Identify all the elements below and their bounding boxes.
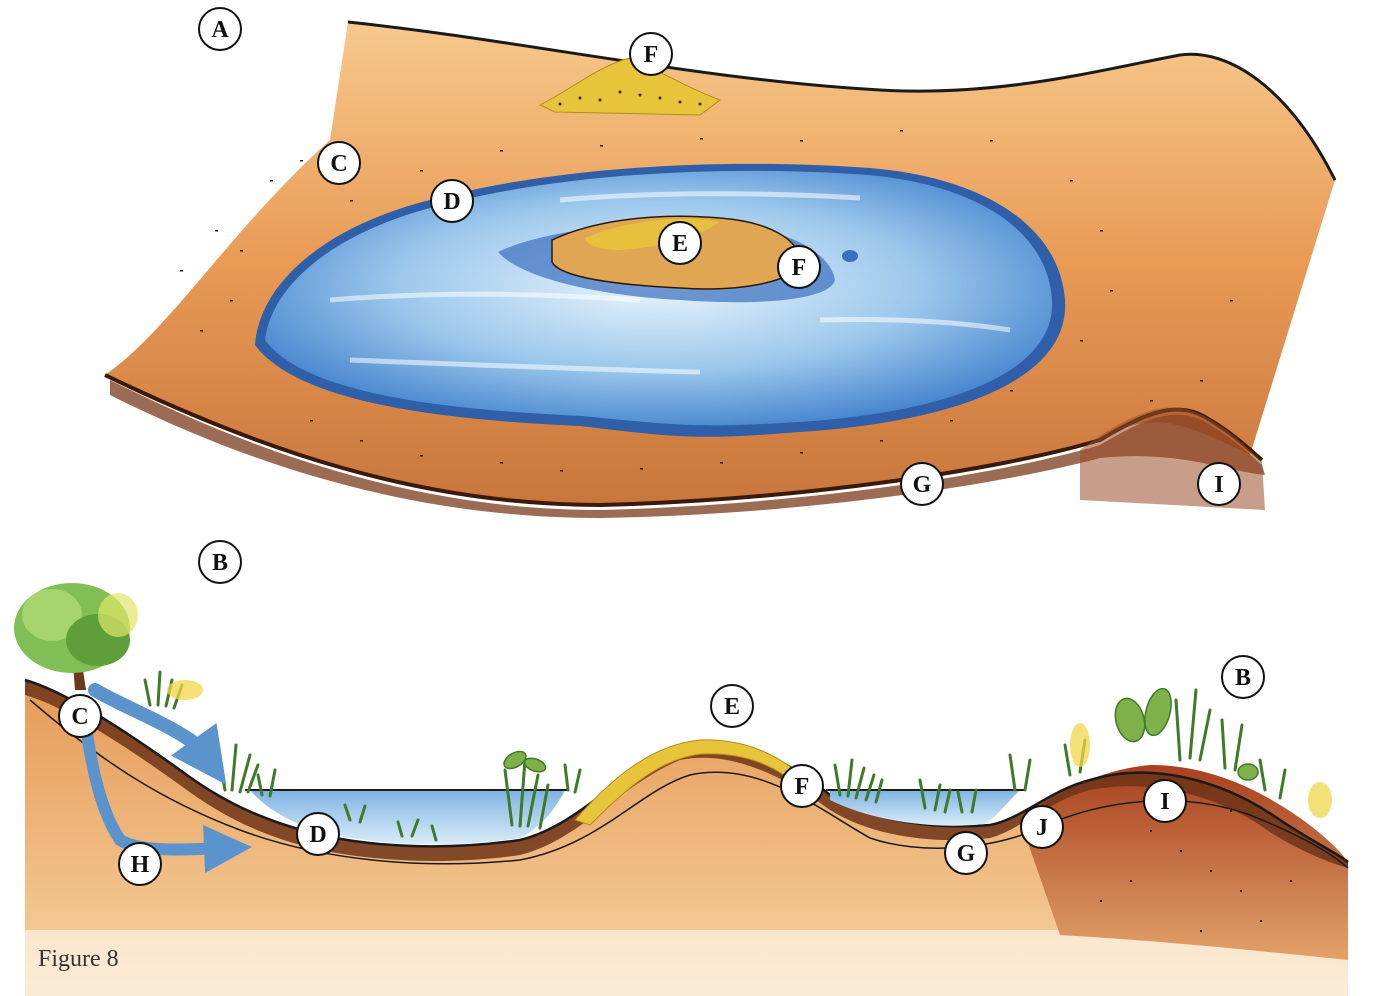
label-b-g: G — [945, 832, 987, 874]
panel-b-title: B — [199, 541, 241, 583]
label-b-i-text: I — [1160, 789, 1169, 815]
label-b-e-text: E — [724, 694, 740, 720]
label-b-i: I — [1144, 780, 1186, 822]
panel-b-title-text: B — [212, 550, 228, 576]
label-b-j-text: J — [1036, 815, 1048, 841]
label-a-g-text: G — [913, 472, 932, 498]
label-a-c: C — [318, 142, 360, 184]
label-a-f-mound: F — [630, 33, 672, 75]
label-a-g: G — [901, 463, 943, 505]
label-b-j: J — [1021, 806, 1063, 848]
label-b-f: F — [781, 765, 823, 807]
panel-a-title-text: A — [211, 17, 229, 43]
label-b-g-text: G — [957, 841, 976, 867]
panel-a-title: A — [199, 8, 241, 50]
label-b-d: D — [297, 813, 339, 855]
label-b-h: H — [119, 843, 161, 885]
label-a-f-mound-text: F — [644, 42, 659, 68]
panel-a-water-dot — [842, 250, 858, 262]
label-b-c-text: C — [71, 704, 88, 730]
label-a-e: E — [659, 222, 701, 264]
label-a-f-island-text: F — [792, 255, 807, 281]
label-b-e: E — [711, 685, 753, 727]
label-b-h-text: H — [131, 852, 150, 878]
label-b-c: C — [59, 695, 101, 737]
label-a-d-text: D — [443, 189, 460, 215]
label-a-i: I — [1198, 463, 1240, 505]
figure-caption: Figure 8 — [38, 946, 119, 973]
panel-a — [105, 22, 1335, 518]
label-a-i-text: I — [1214, 472, 1223, 498]
label-b-b-text: B — [1235, 665, 1251, 691]
label-b-f-text: F — [795, 774, 810, 800]
panel-b-tree — [14, 583, 138, 690]
label-b-d-text: D — [309, 822, 326, 848]
label-a-c-text: C — [330, 151, 347, 177]
label-a-f-island: F — [778, 246, 820, 288]
label-a-d: D — [431, 180, 473, 222]
label-a-e-text: E — [672, 231, 688, 257]
label-b-b: B — [1222, 656, 1264, 698]
